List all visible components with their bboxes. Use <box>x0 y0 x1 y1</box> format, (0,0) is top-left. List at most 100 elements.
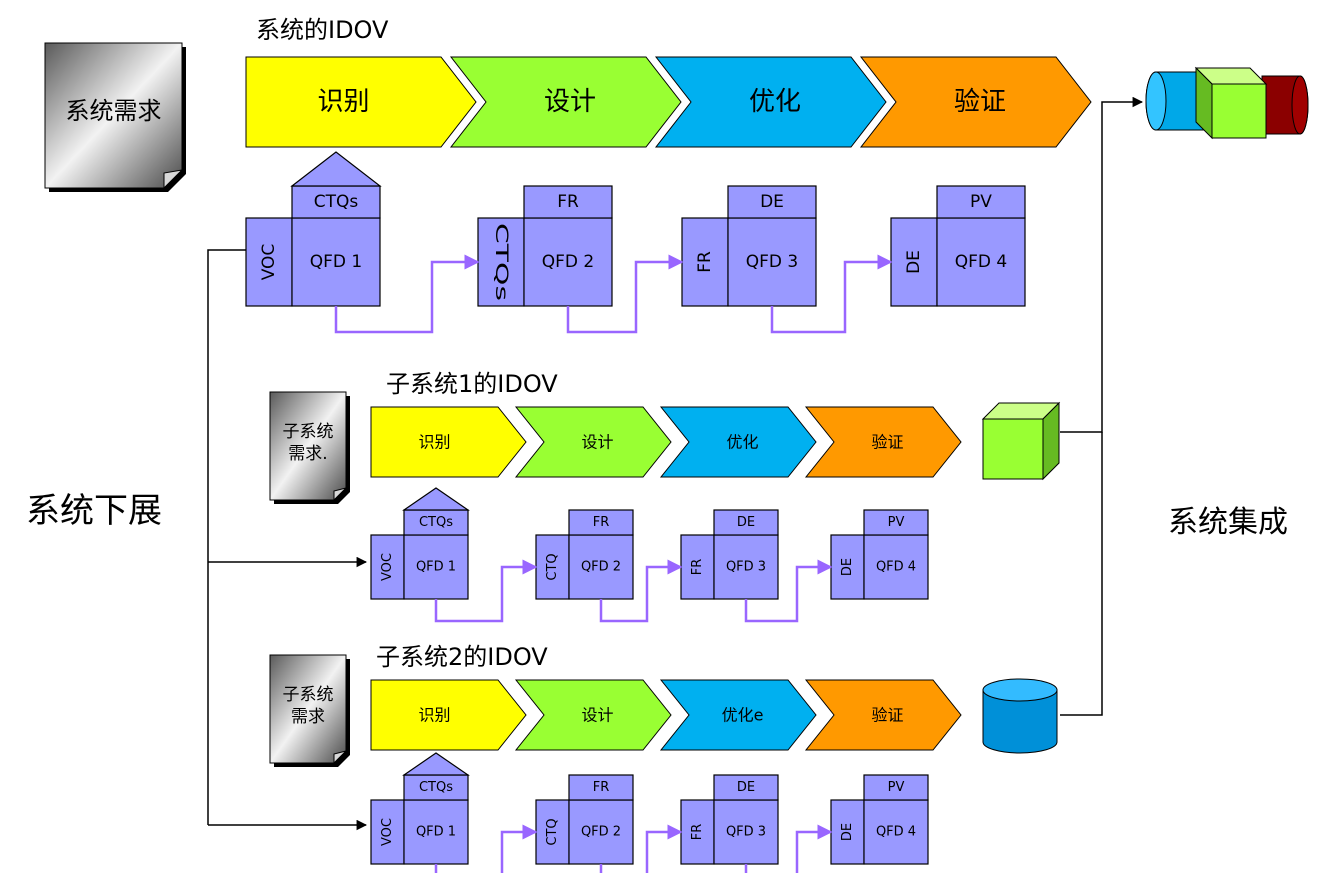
subsystem-1-qfd-2-main-cell <box>568 534 634 600</box>
subsystem-1-qfd-2-top-label: FR <box>593 515 610 530</box>
subsystem-2-qfd-1-roof-label: CTQs <box>419 780 453 795</box>
subsystem-2-stage-verify <box>804 679 962 751</box>
system-stage-optimize-label: 优化 <box>749 87 801 117</box>
system-qfd-2-side-label: CTQs <box>491 223 511 301</box>
system-requirement-doc: 系统需求 <box>44 42 186 192</box>
system-qfd-1-roof <box>290 151 382 187</box>
system-qfd-3-side-cell <box>681 217 729 307</box>
system-qfd-3-top-label: DE <box>760 192 784 212</box>
subsystem-2-qfd-3-top-label: DE <box>737 780 755 795</box>
subsystem-2-qfd-4-top-label: PV <box>888 780 905 795</box>
system-qfd-3-label: QFD 3 <box>746 252 798 272</box>
subsystem-2-qfd-2-top-label: FR <box>593 780 610 795</box>
decompose-label: 系统下展 <box>26 491 162 531</box>
subsystem-1-stage-identify-label: 识别 <box>418 433 450 452</box>
subsystem-1-doc-label: 子系统 <box>283 422 334 442</box>
system-qfd-2-top-label: FR <box>557 192 579 212</box>
subsystem-2-qfd-2-main-cell <box>568 799 634 865</box>
subsystem-1-qfd-link-2 <box>599 559 683 623</box>
system-qfd-3-top-cell <box>727 185 817 219</box>
subsystem-1-stage-optimize <box>659 406 817 478</box>
system-doc-label: 系统需求 <box>66 97 162 125</box>
system-qfd-4-main-cell <box>936 217 1026 307</box>
system-stage-identify <box>245 56 477 148</box>
subsystem-2-doc-label: 需求 <box>291 707 325 727</box>
system-qfd-1-side-label: VOC <box>259 244 279 281</box>
system-stage-verify <box>859 56 1092 148</box>
subsystem-2-qfd-4-side-cell <box>830 799 865 865</box>
subsystem-1-qfd-1-side-cell <box>370 534 405 600</box>
subsystem-2-stage-row: 识别 设计 优化e 验证 <box>370 679 962 751</box>
system-qfd-2-label: QFD 2 <box>542 252 594 272</box>
subsystem-2-qfd-2-side-label: CTQ <box>545 818 560 845</box>
subsystem-1-qfd-1-roof-label: CTQs <box>419 515 453 530</box>
cylinder-icon <box>982 678 1058 754</box>
subsystem-1-stage-verify <box>804 406 962 478</box>
system-stage-verify-label: 验证 <box>954 87 1006 117</box>
subsystem-2-stage-identify-label: 识别 <box>418 706 450 725</box>
subsystem-1-stage-row: 识别 设计 优化 验证 <box>370 406 962 478</box>
system-qfd-4-side-cell <box>890 217 938 307</box>
subsystem-2-qfd-3-side-cell <box>680 799 715 865</box>
subsystem-2-qfd-2-side-cell <box>535 799 570 865</box>
subsystem-1-stage-verify-label: 验证 <box>871 433 903 452</box>
subsystem-2-qfd-2-top-cell <box>568 774 634 801</box>
subsystem-2-qfd-4-side-label: DE <box>840 823 855 841</box>
system-qfd-1-top-cell <box>291 185 381 219</box>
system-qfd-link-3 <box>770 254 893 334</box>
subsystem-1-qfd-2-top-cell <box>568 509 634 536</box>
subsystem-1-qfd-1-roof <box>402 487 470 511</box>
subsystem-2-qfd-4-label: QFD 4 <box>876 825 916 840</box>
system-qfd-2-top-cell <box>523 185 613 219</box>
subsystem-1-qfd-1-side-label: VOC <box>380 553 395 581</box>
subsystem-1-qfd-2-side-cell <box>535 534 570 600</box>
subsystem-1-qfd-3-side-cell <box>680 534 715 600</box>
subsystem-1-stage-design-label: 设计 <box>581 433 613 452</box>
subsystem-2-qfd-1-roof <box>402 752 470 776</box>
subsystem-2-qfd-4-main-cell <box>863 799 929 865</box>
subsystem-2-qfd-link-2 <box>599 824 683 873</box>
system-qfd-1-main-cell <box>291 217 381 307</box>
decompose-connectors <box>207 249 368 831</box>
subsystem-2-stage-design-label: 设计 <box>581 706 613 725</box>
subsystem-1-qfd-link-1 <box>434 559 538 623</box>
system-qfd-4-top-label: PV <box>970 192 992 212</box>
subsystem-2-qfd-4-top-cell <box>863 774 929 801</box>
subsystem-1-qfd-3-top-cell <box>713 509 779 536</box>
subsystem-2-doc-label: 子系统 <box>283 685 334 705</box>
system-stage-identify-label: 识别 <box>317 87 369 117</box>
subsystem-2-qfd-1-label: QFD 1 <box>416 825 456 840</box>
subsystem-1-qfd-4-side-label: DE <box>840 558 855 576</box>
subsystem-2-qfd-3-top-cell <box>713 774 779 801</box>
system-qfd-4-label: QFD 4 <box>955 252 1007 272</box>
subsystem-2-stage-verify-label: 验证 <box>871 706 903 725</box>
subsystem-2-qfd-3-side-label: FR <box>690 824 705 841</box>
system-qfd-3-side-label: FR <box>695 251 715 273</box>
subsystem-1-qfd-link-3 <box>744 559 833 623</box>
integrate-connectors <box>1060 96 1144 716</box>
subsystem-1-stage-identify <box>370 406 527 478</box>
subsystem-2-stage-optimize-label: 优化e <box>722 706 764 725</box>
subsystem-2-qfd-link-1 <box>434 824 538 873</box>
subsystem-2-stage-optimize <box>659 679 817 751</box>
subsystem-1-qfd-4-label: QFD 4 <box>876 560 916 575</box>
subsystem-2-qfd-3-label: QFD 3 <box>726 825 766 840</box>
subsystem-1-qfd-3-label: QFD 3 <box>726 560 766 575</box>
subsystem-1-qfd-2-side-label: CTQ <box>545 553 560 580</box>
subsystem-2-stage-identify <box>370 679 527 751</box>
subsystem-2-stage-design <box>514 679 672 751</box>
subsystem-1-qfd-4-top-label: PV <box>888 515 905 530</box>
subsystem-1-doc-label: 需求. <box>288 444 327 464</box>
subsystem-2-qfd-1-top-cell <box>403 774 469 801</box>
subsystem-1-idov-title: 子系统1的IDOV <box>386 370 558 398</box>
subsystem-1-qfd-3-side-label: FR <box>690 559 705 576</box>
system-qfd-1-roof-label: CTQs <box>314 192 359 212</box>
subsystem-1-stage-optimize-label: 优化 <box>726 433 758 452</box>
system-qfd-link-1 <box>334 254 480 334</box>
system-qfd-4-side-label: DE <box>904 250 924 274</box>
